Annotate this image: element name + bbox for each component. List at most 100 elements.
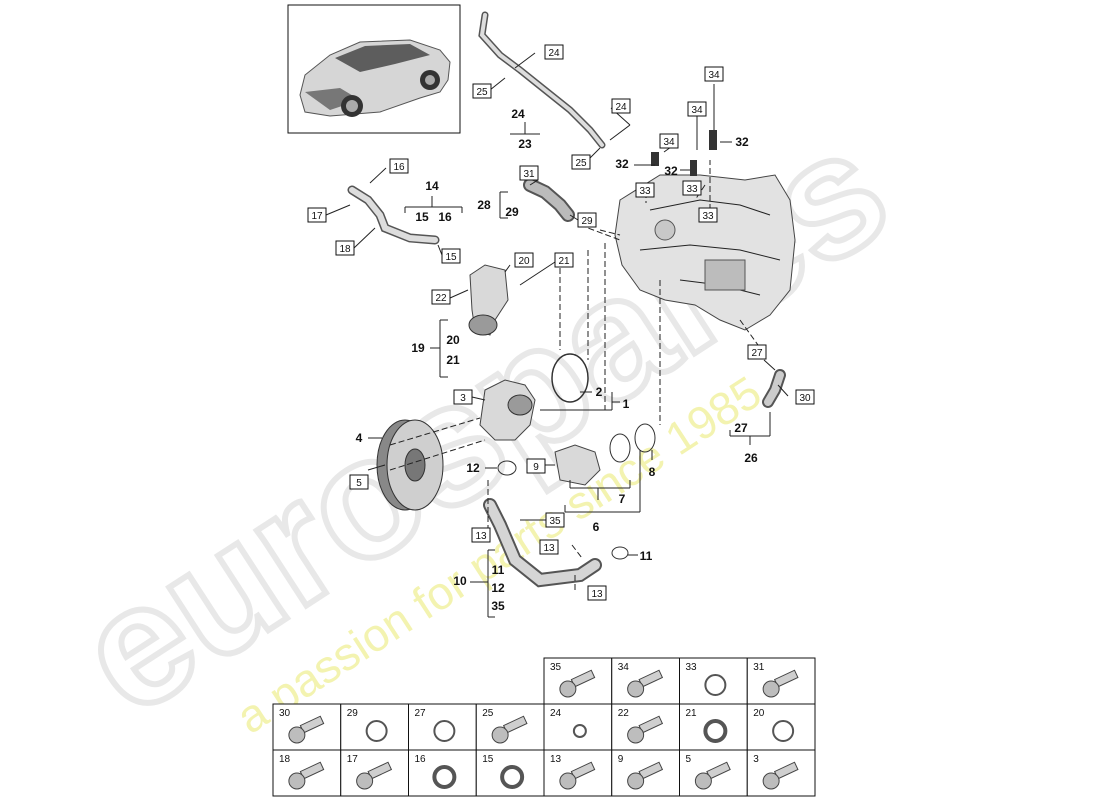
parts-table-number: 24: [550, 708, 562, 719]
callout-17[interactable]: 17: [307, 207, 327, 223]
callout-15[interactable]: 15: [441, 248, 461, 264]
svg-text:18: 18: [339, 244, 351, 255]
callout-25b[interactable]: 25: [571, 154, 591, 170]
callout-30[interactable]: 30: [795, 389, 815, 405]
svg-text:20: 20: [518, 256, 530, 267]
suv-icon: [299, 39, 451, 117]
parts-table-cell-17[interactable]: 17: [340, 749, 409, 797]
callout-5[interactable]: 5: [349, 474, 369, 490]
group-32a: 32: [615, 157, 629, 171]
parts-table-number: 9: [618, 754, 624, 765]
callout-20[interactable]: 20: [514, 252, 534, 268]
bolt-icon: [288, 761, 325, 790]
callout-35[interactable]: 35: [545, 512, 565, 528]
group-15: 15: [415, 210, 429, 224]
group-19: 19: [411, 341, 425, 355]
callout-33c[interactable]: 33: [698, 207, 718, 223]
bolt-icon: [627, 761, 664, 790]
bolt-icon: [762, 669, 799, 698]
callout-3[interactable]: 3: [453, 389, 473, 405]
group-labels: 24 23 32 32 32 14 15 16 28 29 19 20 21 2…: [356, 107, 758, 613]
svg-text:33: 33: [686, 184, 698, 195]
parts-table-cell-5[interactable]: 5: [679, 749, 748, 797]
svg-text:24: 24: [548, 48, 560, 59]
parts-table-number: 5: [686, 754, 692, 765]
o-ring-12: [497, 460, 517, 476]
bolt-flange-icon: [694, 761, 731, 790]
callout-13c[interactable]: 13: [587, 585, 607, 601]
parts-table-cell-35[interactable]: 35: [543, 657, 613, 705]
svg-text:16: 16: [393, 162, 405, 173]
svg-text:22: 22: [435, 293, 447, 304]
bolt-icon: [491, 715, 528, 744]
coolant-pipe-10: [483, 498, 602, 588]
callout-31[interactable]: 31: [519, 165, 539, 181]
parts-table-cell-3[interactable]: 3: [746, 749, 816, 797]
parts-table-number: 16: [415, 754, 427, 765]
parts-table-cell-22[interactable]: 22: [611, 703, 680, 751]
callout-22[interactable]: 22: [431, 289, 451, 305]
group-21: 21: [446, 353, 460, 367]
group-14: 14: [425, 179, 439, 193]
parts-table-cell-29[interactable]: 29: [340, 703, 409, 751]
ring-icon: [704, 674, 727, 696]
parts-table-number: 34: [618, 662, 630, 673]
callout-24a[interactable]: 24: [544, 44, 564, 60]
callout-27[interactable]: 27: [747, 344, 767, 360]
svg-text:29: 29: [581, 216, 593, 227]
svg-text:33: 33: [639, 186, 651, 197]
callout-34b[interactable]: 34: [687, 101, 707, 117]
parts-table-number: 18: [279, 754, 291, 765]
leader-lines: [325, 52, 789, 618]
parts-table-number: 3: [753, 754, 759, 765]
callout-24b[interactable]: 24: [611, 98, 631, 114]
callout-34a[interactable]: 34: [704, 66, 724, 82]
parts-table-cell-13[interactable]: 13: [543, 749, 613, 797]
small-ring-icon: [572, 724, 587, 738]
parts-table-cell-15[interactable]: 15: [475, 749, 545, 797]
callout-29[interactable]: 29: [577, 212, 597, 228]
group-7: 7: [619, 492, 626, 506]
parts-table-cell-34[interactable]: 34: [611, 657, 680, 705]
callout-33a[interactable]: 33: [635, 182, 655, 198]
boxed-callouts: 24 25 24 25 34 34 34 33 33 33 16 17 18 1…: [307, 44, 815, 601]
svg-text:33: 33: [702, 211, 714, 222]
parts-table-cell-18[interactable]: 18: [272, 749, 342, 797]
parts-table-cell-27[interactable]: 27: [408, 703, 477, 751]
parts-table-cell-16[interactable]: 16: [408, 749, 477, 797]
callout-18[interactable]: 18: [335, 240, 355, 256]
parts-table-cell-31[interactable]: 31: [746, 657, 816, 705]
parts-table-cell-24[interactable]: 24: [543, 703, 613, 751]
svg-text:9: 9: [533, 462, 539, 473]
bolt-icon: [356, 761, 393, 790]
svg-text:13: 13: [475, 531, 487, 542]
callout-13b[interactable]: 13: [539, 539, 559, 555]
water-pump: [479, 379, 536, 441]
callout-25a[interactable]: 25: [472, 83, 492, 99]
group-32b: 32: [664, 164, 678, 178]
parts-table-cell-25[interactable]: 25: [475, 703, 545, 751]
svg-text:24: 24: [615, 102, 627, 113]
bolt-icon: [627, 669, 664, 698]
callout-33b[interactable]: 33: [682, 180, 702, 196]
seal-ring-2: [551, 353, 589, 403]
callout-34c[interactable]: 34: [659, 133, 679, 149]
callout-16[interactable]: 16: [389, 158, 409, 174]
callout-21[interactable]: 21: [554, 252, 574, 268]
coolant-pipe-14: [347, 185, 440, 245]
parts-table-cell-21[interactable]: 21: [679, 703, 748, 751]
callout-9[interactable]: 9: [526, 458, 546, 474]
parts-table-number: 20: [753, 708, 765, 719]
parts-table-cell-30[interactable]: 30: [272, 703, 342, 751]
group-20: 20: [446, 333, 460, 347]
parts-table-number: 27: [415, 708, 427, 719]
hose-segment-29: [523, 178, 575, 222]
group-8: 8: [649, 465, 656, 479]
parts-table-cell-9[interactable]: 9: [611, 749, 680, 797]
callout-13a[interactable]: 13: [471, 527, 491, 543]
parts-table-cell-33[interactable]: 33: [679, 657, 748, 705]
group-4: 4: [356, 431, 363, 445]
parts-table-cell-20[interactable]: 20: [746, 703, 816, 751]
